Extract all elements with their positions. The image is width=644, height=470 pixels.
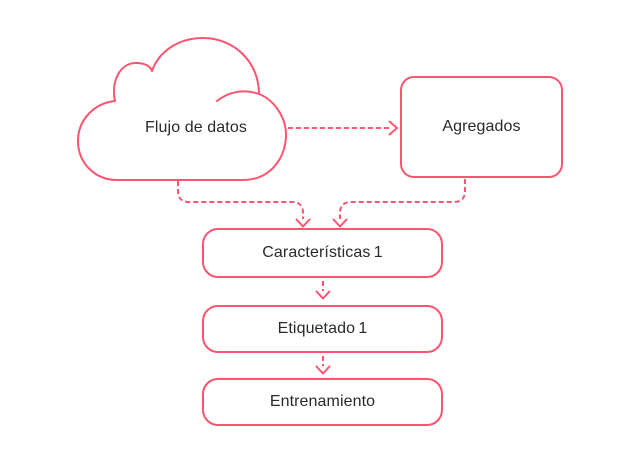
cloud-outline bbox=[77, 37, 287, 181]
edge-aggregates-to-features bbox=[332, 179, 466, 228]
edge-dataflow-to-aggregates bbox=[288, 120, 398, 136]
edge-features-to-labeling bbox=[315, 281, 331, 300]
edge-line bbox=[177, 181, 304, 219]
node-data-flow-label: Flujo de datos bbox=[145, 119, 247, 136]
edge-dataflow-to-features bbox=[177, 181, 311, 228]
node-features-label: Características 1 bbox=[262, 244, 383, 261]
node-aggregates: Agregados bbox=[400, 76, 563, 178]
node-aggregates-label: Agregados bbox=[442, 118, 521, 135]
arrowhead-down-icon bbox=[315, 290, 331, 300]
node-labeling-label: Etiquetado 1 bbox=[277, 320, 368, 337]
arrowhead-down-icon bbox=[295, 218, 311, 228]
edge-labeling-to-training bbox=[315, 356, 331, 375]
edge-line bbox=[339, 179, 466, 219]
arrowhead-down-icon bbox=[315, 365, 331, 375]
cloud-icon bbox=[77, 37, 287, 181]
cloud-inner-arc bbox=[216, 90, 260, 102]
node-training-label: Entrenamiento bbox=[269, 393, 376, 410]
node-features: Características 1 bbox=[202, 228, 443, 278]
node-labeling: Etiquetado 1 bbox=[202, 305, 443, 353]
node-training: Entrenamiento bbox=[202, 378, 443, 426]
arrowhead-right-icon bbox=[388, 120, 398, 136]
arrowhead-down-icon bbox=[332, 218, 348, 228]
